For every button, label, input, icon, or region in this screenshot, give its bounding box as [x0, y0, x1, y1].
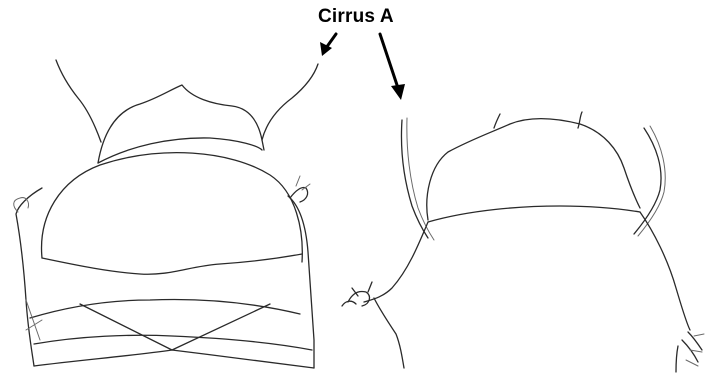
- left-cirrus-right: [262, 64, 318, 140]
- left-specimen: [14, 60, 318, 368]
- cirrus-a: [401, 120, 428, 238]
- cirrus-a-label: Cirrus A: [318, 6, 394, 28]
- left-cirrus-left: [56, 60, 101, 142]
- annotation-arrows: [320, 34, 405, 100]
- right-specimen: [342, 112, 704, 372]
- arrow-right: [380, 34, 398, 88]
- arrowhead-right: [391, 84, 405, 100]
